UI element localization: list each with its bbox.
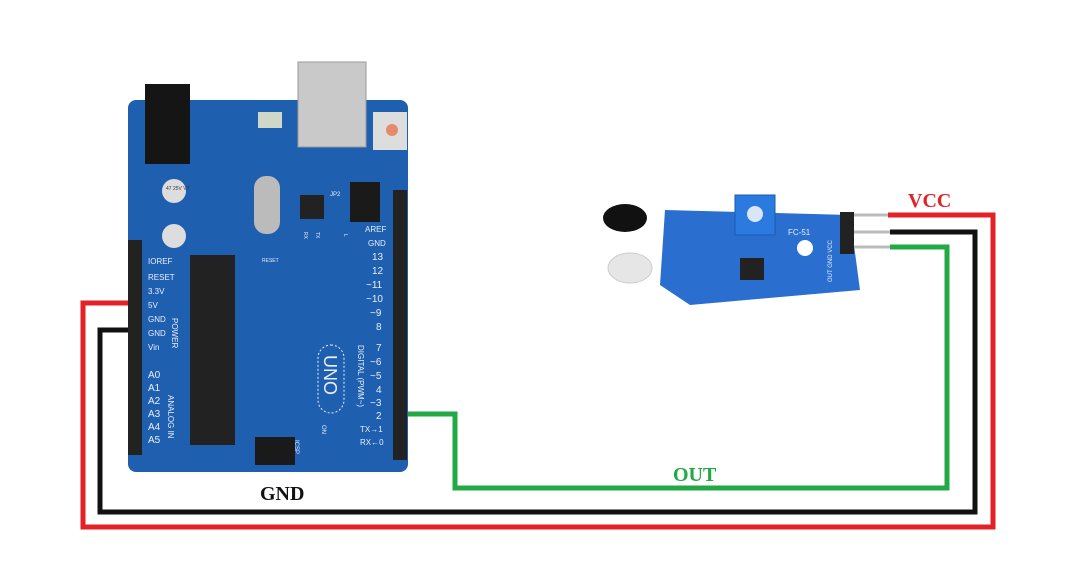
pin-label: 2 — [376, 411, 382, 422]
board-name: UNO — [320, 355, 340, 395]
pin-label: 13 — [372, 252, 384, 263]
crystal — [254, 176, 280, 234]
on-label: ON — [320, 425, 326, 434]
analog-pin-labels: A0 A1 A2 A3 A4 A5 ANALOG IN — [148, 370, 175, 446]
arduino-uno-board: 47 25V VT IOREF RESET 3.3V 5V GND GND Vi… — [128, 61, 408, 472]
icsp-header — [255, 437, 295, 465]
pin-label: 5V — [148, 301, 158, 310]
pin-label: 3.3V — [148, 287, 165, 296]
jp2-label: JP2 — [330, 192, 341, 198]
out-label: OUT — [673, 464, 717, 486]
pin-label: A2 — [148, 396, 161, 407]
l-label: L — [342, 234, 348, 237]
power-pin-labels: IOREF RESET 3.3V 5V GND GND Vin POWER — [148, 257, 179, 352]
pin-label: 7 — [376, 343, 382, 354]
ir-led — [607, 252, 653, 284]
ir-receiver — [603, 204, 647, 232]
ir-sensor-module: FC-51 OUT GND VCC — [603, 194, 890, 305]
comparator-chip — [740, 258, 764, 280]
usb-chip — [300, 195, 324, 219]
pin-label: GND — [148, 315, 166, 324]
usb-port — [297, 61, 367, 148]
digital-pin-labels: AREF GND 13 12 ~11 ~10 ~9 8 7 ~6 ~5 4 ~3… — [356, 225, 386, 447]
icsp-label: ICSP — [293, 440, 299, 454]
atmega-chip — [190, 255, 235, 445]
power-analog-header — [128, 240, 142, 455]
pin-label: A1 — [148, 383, 161, 394]
pin-label: A0 — [148, 370, 161, 381]
pin-label: 4 — [376, 385, 382, 396]
pin-label: 8 — [376, 322, 382, 333]
pin-label: GND — [368, 239, 386, 248]
pin-label: ~9 — [370, 308, 382, 319]
pin-label: TX→1 — [360, 425, 383, 434]
pin-label: ~5 — [370, 371, 382, 382]
pin-header — [840, 212, 854, 254]
pin-label: AREF — [365, 225, 386, 234]
pin-label: RX←0 — [360, 438, 384, 447]
pin-label: GND — [148, 329, 166, 338]
pin-label: RESET — [148, 273, 175, 282]
pin-label: Vin — [148, 343, 159, 352]
pin-label: A3 — [148, 409, 161, 420]
pin-label: ~3 — [370, 398, 382, 409]
pin-label: A5 — [148, 435, 161, 446]
sensor-model-label: FC-51 — [788, 228, 811, 237]
rx-label: RX — [302, 232, 308, 240]
pin-label: IOREF — [148, 257, 173, 266]
pin-label: ~6 — [370, 357, 382, 368]
pin-label: 12 — [372, 266, 384, 277]
analog-header-label: ANALOG IN — [166, 395, 175, 439]
tx-label: TX — [314, 232, 320, 239]
pin-label: ~10 — [366, 294, 383, 305]
digital-header-label: DIGITAL (PWM~) — [356, 345, 365, 407]
pin-label: A4 — [148, 422, 161, 433]
power-header-label: POWER — [170, 318, 179, 348]
digital-header — [393, 190, 407, 460]
out-wire — [398, 244, 950, 491]
capacitor-label: 47 25V VT — [166, 186, 190, 192]
pin-label: ~11 — [366, 280, 383, 291]
sensor-pin-labels: OUT GND VCC — [828, 239, 834, 282]
reset-label: RESET — [262, 258, 279, 264]
vcc-wire — [80, 212, 996, 530]
vcc-label: VCC — [908, 190, 951, 212]
power-jack — [145, 84, 190, 164]
gnd-wire — [97, 229, 978, 515]
gnd-label: GND — [260, 483, 304, 505]
